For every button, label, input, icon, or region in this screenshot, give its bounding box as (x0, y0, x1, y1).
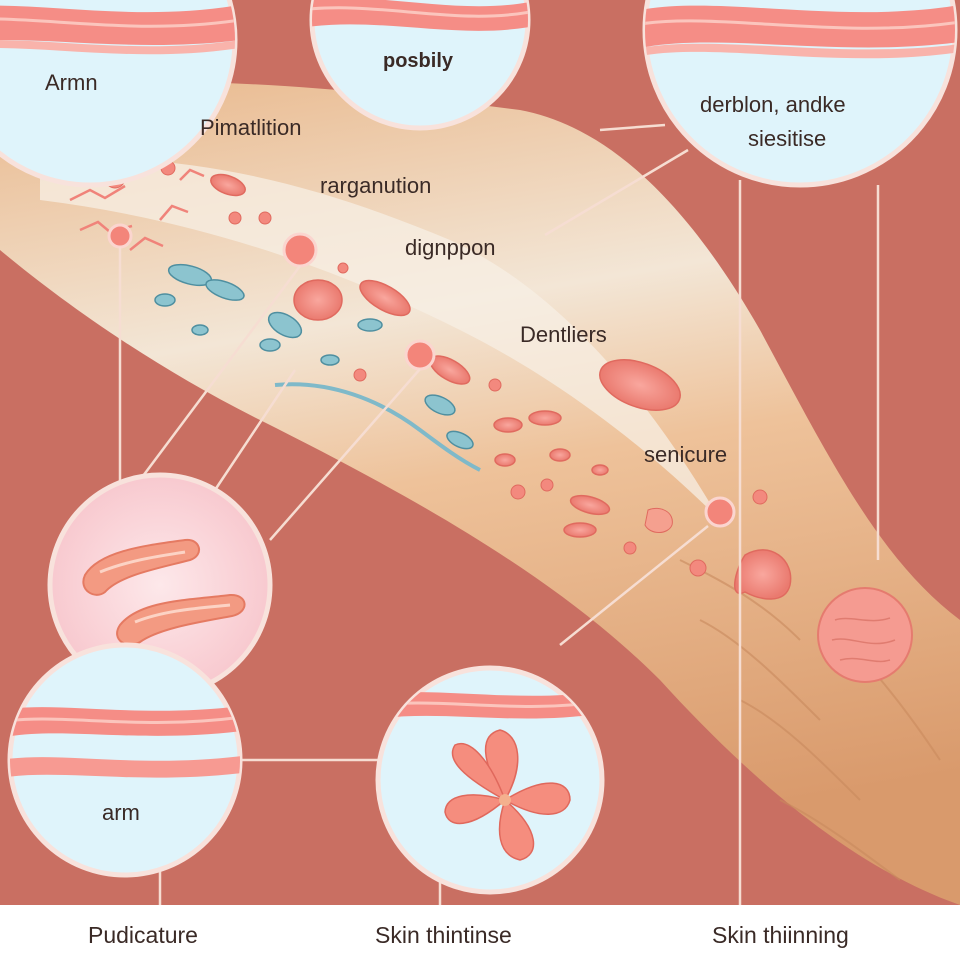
caption-skin-thiinning: Skin thiinning (712, 922, 849, 948)
label-pimatlition: Pimatlition (200, 115, 302, 140)
label-dentliers: Dentliers (520, 322, 607, 347)
arm-highlight (40, 158, 720, 520)
label-derblon-line1: derblon, andke (700, 92, 846, 117)
label-derblon-line2: siesitise (748, 126, 827, 151)
inset-top-right (642, 0, 958, 188)
blue-vessel-line (274, 382, 481, 472)
lesion-large (293, 279, 343, 321)
flower-center (499, 794, 511, 806)
label-dignppon: dignppon (405, 235, 496, 260)
flower-icon (444, 729, 571, 861)
label-posbily: posbily (383, 50, 454, 72)
label-armn: Armn (45, 70, 98, 95)
lesion-blob-small (644, 507, 673, 533)
blue-vessels (154, 263, 474, 450)
inset-top-center (309, 0, 531, 131)
caption-pudicature: Pudicature (88, 922, 198, 948)
wrist-patch-texture (831, 617, 896, 663)
callout-lines (118, 123, 880, 905)
label-arm: arm (102, 800, 140, 825)
inset-bottom-center (375, 665, 605, 895)
inset-mid-left (47, 472, 273, 698)
lesion-blob (733, 549, 792, 600)
caption-skin-thintinse: Skin thintinse (375, 922, 512, 948)
inset-top-left (0, 0, 238, 188)
inset-bottom-left (7, 642, 243, 878)
label-rarganution: rarganution (320, 173, 432, 198)
red-lesions (210, 173, 681, 538)
wrist-patch (817, 587, 913, 683)
label-senicure: senicure (644, 442, 728, 467)
arm (0, 81, 960, 906)
caption-strip (0, 905, 960, 960)
